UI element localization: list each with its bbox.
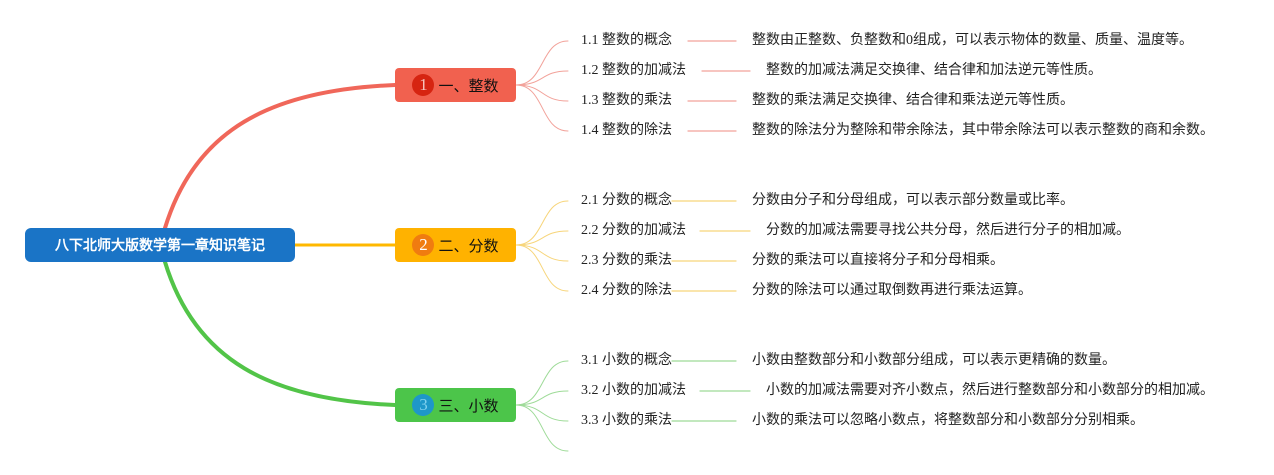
topic-1-1-description: 整数由正整数、负整数和0组成，可以表示物体的数量、质量、温度等。 [752, 33, 1193, 48]
root-node[interactable]: 八下北师大版数学第一章知识笔记 [25, 228, 295, 262]
topic-2-4-description: 分数的除法可以通过取倒数再进行乘法运算。 [752, 283, 1032, 298]
leaf-connector [515, 390, 569, 406]
topic-2-1[interactable]: 2.1 分数的概念 [581, 193, 672, 208]
root-branch-connector [163, 260, 397, 407]
topic-1-2[interactable]: 1.2 整数的加减法 [581, 63, 686, 78]
root-branch-connector [163, 83, 397, 230]
branch-node-fractions[interactable]: 2 二、分数 [395, 228, 516, 262]
leaf-connector [515, 84, 569, 132]
leaf-connector [515, 244, 569, 292]
root-label: 八下北师大版数学第一章知识笔记 [55, 238, 265, 254]
topic-1-2-description: 整数的加减法满足交换律、结合律和加法逆元等性质。 [766, 63, 1102, 78]
topic-3-2-description: 小数的加减法需要对齐小数点，然后进行整数部分和小数部分的相加减。 [766, 383, 1214, 398]
leaf-connector [515, 84, 569, 102]
topic-1-4-description: 整数的除法分为整除和带余除法，其中带余除法可以表示整数的商和余数。 [752, 123, 1214, 138]
leaf-connector [515, 200, 569, 246]
topic-2-4[interactable]: 2.4 分数的除法 [581, 283, 672, 298]
topic-3-1-description: 小数由整数部分和小数部分组成，可以表示更精确的数量。 [752, 353, 1116, 368]
branch-node-integers[interactable]: 1 一、整数 [395, 68, 516, 102]
branch-label: 三、小数 [438, 396, 499, 415]
leaf-connector [515, 404, 569, 452]
number-badge-icon: 3 [412, 394, 435, 416]
branch-label: 一、整数 [438, 76, 499, 95]
leaf-connector [515, 244, 569, 262]
topic-1-4[interactable]: 1.4 整数的除法 [581, 123, 672, 138]
number-badge-icon: 2 [412, 234, 435, 256]
leaf-connector [515, 70, 569, 86]
branch-node-decimals[interactable]: 3 三、小数 [395, 388, 516, 422]
topic-2-2[interactable]: 2.2 分数的加减法 [581, 223, 686, 238]
topic-1-3-description: 整数的乘法满足交换律、结合律和乘法逆元等性质。 [752, 93, 1074, 108]
topic-2-1-description: 分数由分子和分母组成，可以表示部分数量或比率。 [752, 193, 1074, 208]
topic-3-3[interactable]: 3.3 小数的乘法 [581, 413, 672, 428]
leaf-connector [515, 360, 569, 406]
topic-2-3-description: 分数的乘法可以直接将分子和分母相乘。 [752, 253, 1004, 268]
topic-2-3[interactable]: 2.3 分数的乘法 [581, 253, 672, 268]
leaf-connector [515, 230, 569, 246]
topic-3-3-description: 小数的乘法可以忽略小数点，将整数部分和小数部分分别相乘。 [752, 413, 1144, 428]
topic-1-3[interactable]: 1.3 整数的乘法 [581, 93, 672, 108]
topic-3-1[interactable]: 3.1 小数的概念 [581, 353, 672, 368]
topic-1-1[interactable]: 1.1 整数的概念 [581, 33, 672, 48]
topic-3-2[interactable]: 3.2 小数的加减法 [581, 383, 686, 398]
branch-label: 二、分数 [438, 236, 499, 255]
leaf-connector [515, 40, 569, 86]
leaf-connector [515, 404, 569, 422]
topic-2-2-description: 分数的加减法需要寻找公共分母，然后进行分子的相加减。 [766, 223, 1130, 238]
number-badge-icon: 1 [412, 74, 435, 96]
